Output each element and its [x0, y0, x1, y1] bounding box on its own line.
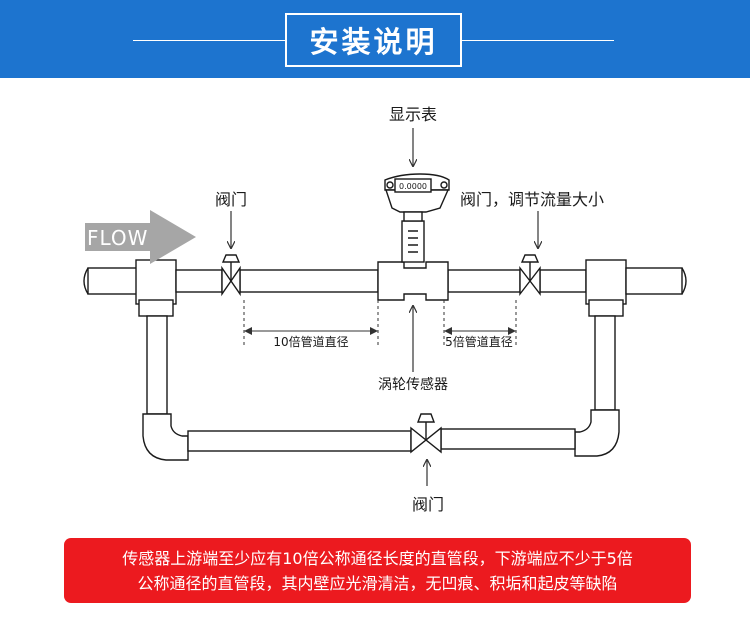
main-pipe-segment: [175, 269, 223, 293]
inlet-pipe: [83, 267, 141, 295]
display-label: 显示表: [389, 105, 437, 124]
main-pipe-segment: [539, 269, 587, 293]
valve-bottom: [410, 413, 442, 454]
valve-right-label: 阀门，调节流量大小: [460, 190, 604, 209]
left-vertical-pipe: [146, 315, 168, 415]
upstream-label: 10倍管道直径: [273, 334, 348, 349]
flow-label: FLOW: [87, 226, 148, 250]
bypass-pipe-left: [187, 430, 412, 452]
right-tee-fitting: [585, 259, 627, 305]
flow-arrow: [85, 210, 196, 264]
left-elbow: [142, 413, 189, 461]
sensor-label: 涡轮传感器: [378, 376, 448, 393]
display-meter: [384, 173, 450, 222]
installation-note: 传感器上游端至少应有10倍公称通径长度的直管段，下游端应不少于5倍 公称通径的直…: [64, 538, 691, 603]
header-banner: 安装说明: [0, 0, 750, 78]
outlet-pipe: [625, 267, 687, 295]
bypass-pipe-right: [440, 428, 576, 450]
left-tee-branch: [138, 299, 174, 317]
valve-right: [519, 254, 541, 297]
page-title: 安装说明: [285, 13, 462, 67]
turbine-sensor-body: [377, 261, 449, 301]
left-tee-fitting: [135, 259, 177, 305]
upstream-straight-pipe: [239, 269, 379, 293]
header-rule-right: [462, 40, 614, 41]
right-elbow: [574, 409, 620, 457]
header-rule-left: [133, 40, 285, 41]
downstream-label: 5倍管道直径: [445, 334, 513, 349]
note-line-2: 公称通径的直管段，其内壁应光滑清洁，无凹痕、积垢和起皮等缺陷: [137, 573, 618, 593]
sensor-neck: [401, 220, 425, 263]
valve-left-label: 阀门: [215, 190, 247, 209]
valve-left: [221, 254, 241, 297]
right-tee-branch: [588, 299, 624, 317]
right-vertical-pipe: [594, 315, 616, 411]
valve-bottom-label: 阀门: [412, 495, 444, 514]
downstream-straight-pipe: [447, 269, 521, 293]
note-line-1: 传感器上游端至少应有10倍公称通径长度的直管段，下游端应不少于5倍: [122, 548, 633, 568]
installation-diagram: 0.0000 FLOW 显示表 阀门 阀门，调节流量大小 阀门 涡轮传感器: [83, 105, 687, 514]
display-reading: 0.0000: [399, 182, 427, 191]
